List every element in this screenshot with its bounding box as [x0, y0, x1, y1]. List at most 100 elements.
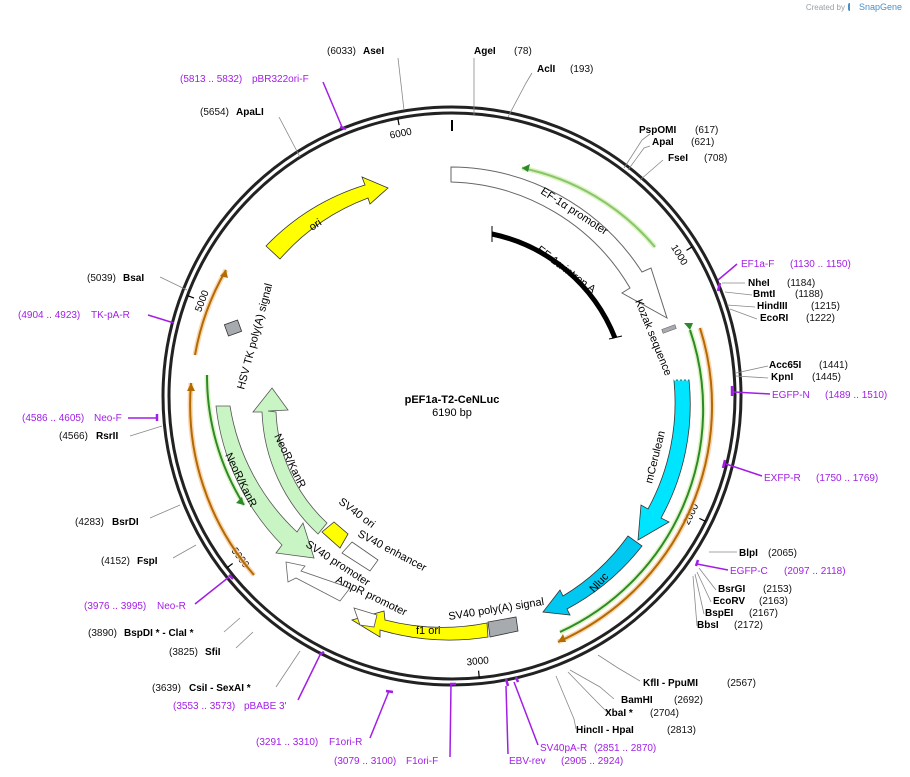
svg-text:FseI: FseI	[668, 153, 688, 164]
svg-text:(1750 .. 1769): (1750 .. 1769)	[816, 473, 878, 484]
svg-text:BsrGI: BsrGI	[718, 584, 745, 595]
feature-ef1a-intron[interactable]	[491, 231, 618, 339]
feature-sv40-enhancer[interactable]	[341, 541, 379, 572]
primer-exfp-r[interactable]: EXFP-R(1750 .. 1769)	[764, 473, 878, 484]
feature-hsv-tk-polya[interactable]	[223, 319, 243, 337]
svg-text:KpnI: KpnI	[771, 372, 793, 383]
feature-mcerulean[interactable]	[637, 379, 691, 541]
svg-text:(2172): (2172)	[734, 620, 763, 631]
primer-tk-pa-r[interactable]: (4904 .. 4923)TK-pA-R	[18, 310, 130, 321]
site-ecorv[interactable]: EcoRV(2163)	[713, 596, 788, 607]
site-hindiii[interactable]: HindIII(1215)	[757, 301, 840, 312]
svg-text:CsiI - SexAI *: CsiI - SexAI *	[189, 683, 251, 694]
feature-sv40-promoter[interactable]	[285, 561, 351, 602]
site-blpi[interactable]: BlpI (2065)	[739, 548, 797, 559]
site-csii-sexai[interactable]: (3639)CsiI - SexAI *	[152, 683, 251, 694]
site-fsei[interactable]: FseI(708)	[668, 153, 727, 164]
svg-text:NheI: NheI	[748, 278, 770, 289]
primer-neo-r[interactable]: (3976 .. 3995)Neo-R	[84, 601, 186, 612]
svg-text:HindIII: HindIII	[757, 301, 788, 312]
primer-markers	[128, 81, 771, 758]
site-asei[interactable]: (6033)AseI	[327, 46, 384, 57]
primer-egfp-n[interactable]: EGFP-N(1489 .. 1510)	[772, 390, 887, 401]
svg-text:(4566): (4566)	[59, 431, 88, 442]
site-pspomi[interactable]: PspOMI(617)	[639, 125, 718, 136]
svg-text:(2905 .. 2924): (2905 .. 2924)	[561, 756, 623, 767]
feature-f1-ori[interactable]	[351, 610, 489, 641]
site-rsrii[interactable]: (4566)RsrII	[59, 431, 118, 442]
credit-brand: SnapGene	[858, 2, 902, 12]
svg-text:BbsI: BbsI	[697, 620, 719, 631]
site-bsrgi[interactable]: BsrGI(2153)	[718, 584, 792, 595]
tick-mark	[477, 670, 480, 678]
feature-neor-outer[interactable]	[215, 405, 315, 559]
svg-text:(3890): (3890)	[88, 628, 117, 639]
primer-f1ori-r[interactable]: (3291 .. 3310)F1ori-R	[256, 737, 362, 748]
site-acc65i[interactable]: Acc65I(1441)	[769, 360, 848, 371]
svg-text:(3079 .. 3100): (3079 .. 3100)	[334, 756, 396, 767]
site-nhei[interactable]: NheI(1184)	[748, 278, 815, 289]
site-hincii-hpai[interactable]: HincII - HpaI(2813)	[576, 725, 696, 736]
site-bspei[interactable]: BspEI(2167)	[705, 608, 778, 619]
site-fspi[interactable]: (4152)FspI	[101, 556, 158, 567]
site-xbai[interactable]: XbaI *(2704)	[605, 708, 679, 719]
tick-label: 1000	[668, 243, 689, 268]
primer-bind-neo-line	[205, 374, 245, 506]
feature-ef1a-promoter[interactable]	[450, 166, 668, 320]
site-sfii[interactable]: (3825)SfiI	[169, 647, 221, 658]
snapgene-credit: Created by SnapGene	[806, 2, 902, 12]
site-apali[interactable]: (5654)ApaLI	[200, 107, 264, 118]
svg-text:BsrDI: BsrDI	[112, 517, 139, 528]
site-kfli-ppumi[interactable]: KflI - PpuMI(2567)	[643, 678, 756, 689]
feature-sv40-polya[interactable]	[487, 616, 519, 638]
feature-neor-inner[interactable]	[252, 387, 328, 535]
svg-text:BlpI: BlpI	[739, 548, 758, 559]
svg-text:(3291 .. 3310): (3291 .. 3310)	[256, 737, 318, 748]
svg-text:(4904 .. 4923): (4904 .. 4923)	[18, 310, 80, 321]
feature-nluc[interactable]	[542, 535, 643, 616]
svg-text:(4283): (4283)	[75, 517, 104, 528]
svg-text:(1130 .. 1150): (1130 .. 1150)	[790, 259, 851, 270]
svg-text:BspEI: BspEI	[705, 608, 734, 619]
site-bsrdi[interactable]: (4283) BsrDI	[75, 517, 139, 528]
primer-sv40pa-r[interactable]: SV40pA-R(2851 .. 2870)	[540, 743, 656, 754]
primer-pbr322ori-f[interactable]: (5813 .. 5832)pBR322ori-F	[180, 74, 309, 85]
label-sv40-polya: SV40 poly(A) signal	[448, 596, 545, 623]
site-bsai[interactable]: (5039)BsaI	[87, 273, 144, 284]
svg-text:FspI: FspI	[137, 556, 158, 567]
svg-text:(617): (617)	[695, 125, 718, 136]
primer-ef1a-f[interactable]: EF1a-F(1130 .. 1150)	[741, 259, 851, 270]
site-bbsi[interactable]: BbsI (2172)	[697, 620, 763, 631]
svg-text:F1ori-F: F1ori-F	[406, 756, 438, 767]
feature-ampr-promoter[interactable]	[353, 607, 378, 628]
site-apai[interactable]: ApaI(621)	[652, 137, 714, 148]
svg-text:(2065): (2065)	[768, 548, 797, 559]
site-acli[interactable]: AclI(193)	[537, 64, 593, 75]
svg-text:(78): (78)	[514, 46, 532, 57]
site-ecori[interactable]: EcoRI(1222)	[760, 313, 835, 324]
primer-ebv-rev[interactable]: EBV-rev(2905 .. 2924)	[509, 756, 623, 767]
leader-lines	[129, 57, 769, 730]
svg-text:(6033): (6033)	[327, 46, 356, 57]
svg-text:(2851 .. 2870): (2851 .. 2870)	[594, 743, 656, 754]
primer-egfp-c[interactable]: EGFP-C(2097 .. 2118)	[730, 566, 846, 577]
feature-ori[interactable]	[265, 176, 389, 260]
svg-text:Acc65I: Acc65I	[769, 360, 801, 371]
primer-neo-f[interactable]: (4586 .. 4605)Neo-F	[22, 413, 122, 424]
site-agei[interactable]: AgeI(78)	[474, 46, 532, 57]
site-bmti[interactable]: BmtI(1188)	[753, 289, 823, 300]
primer-bind-orange-outer-arrow	[558, 634, 566, 642]
svg-text:(2692): (2692)	[674, 695, 703, 706]
site-bamhi[interactable]: BamHI(2692)	[621, 695, 703, 706]
tick-mark	[187, 294, 195, 299]
feature-sv40-ori[interactable]	[321, 521, 349, 549]
feature-kozak[interactable]	[661, 324, 677, 334]
site-bspdi-clai[interactable]: (3890)BspDI * - ClaI *	[88, 628, 194, 639]
svg-text:pBR322ori-F: pBR322ori-F	[252, 74, 309, 85]
primer-f1ori-f[interactable]: (3079 .. 3100) F1ori-F	[334, 756, 438, 767]
primer-pbabe3[interactable]: (3553 .. 3573)pBABE 3'	[173, 701, 287, 712]
feature-layer	[187, 164, 715, 645]
plasmid-name: pEF1a-T2-CeNLuc	[405, 394, 500, 406]
site-kpni[interactable]: KpnI(1445)	[771, 372, 841, 383]
svg-text:(4586 .. 4605): (4586 .. 4605)	[22, 413, 84, 424]
